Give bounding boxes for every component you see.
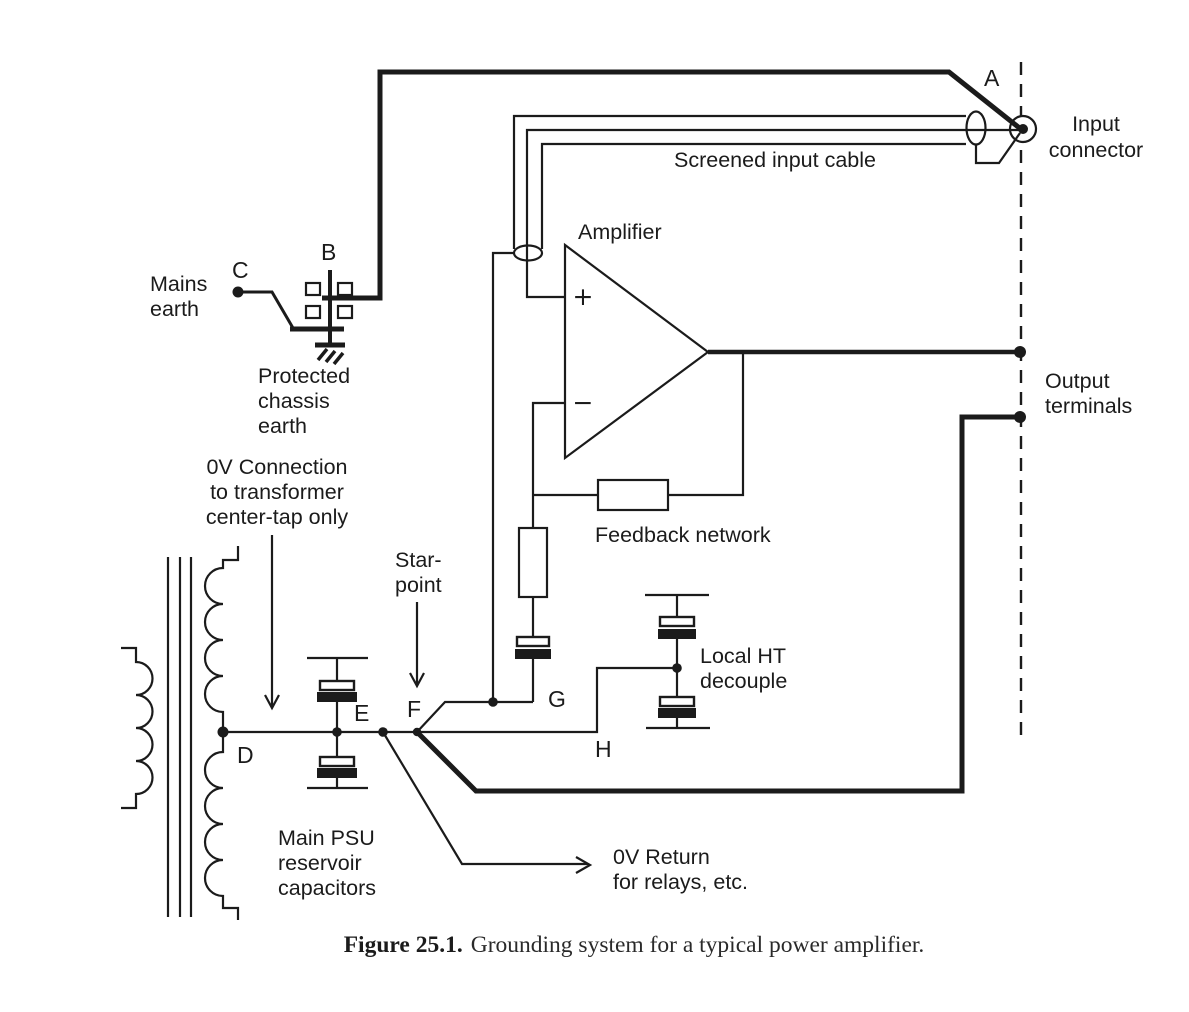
output-terminal-plus-dot — [1014, 346, 1026, 358]
node-letter-g: G — [548, 686, 566, 712]
mains-earth-label-line1: Mains — [150, 272, 207, 296]
screen-junction-dot-g — [488, 697, 498, 707]
ht-junction-dot — [672, 663, 682, 673]
input-connector-label-line2: connector — [1049, 138, 1143, 162]
local-ht-decouple-capacitors — [645, 593, 710, 730]
g-branch-wire — [416, 700, 533, 733]
insulator-washer-top-right — [336, 281, 354, 297]
insulator-washer-bottom-left — [304, 304, 322, 320]
ht-cap-bottom-plate-open — [658, 695, 696, 708]
feedback-wire — [533, 354, 745, 497]
screen-to-connector-wire — [974, 132, 1021, 165]
center-tap-dot-d — [217, 726, 229, 738]
feedback-resistor — [596, 478, 670, 512]
signal-conductor-wire — [525, 128, 1019, 299]
input-connector-pin-dot — [1018, 124, 1028, 134]
star-point-arrow — [409, 602, 425, 689]
node-letters: A B C D E F G H — [232, 65, 1000, 768]
mains-earth-label-line2: earth — [150, 297, 199, 321]
mains-transformer-symbol — [121, 546, 240, 920]
annotation-arrows — [264, 535, 425, 711]
screened-input-cable — [491, 114, 966, 702]
reservoir-cap-top-plate-open — [318, 679, 356, 692]
earth-wire-a-thick — [322, 69, 1024, 301]
zero-v-connection-label-line3: center-tap only — [206, 505, 348, 529]
node-letter-d: D — [237, 742, 254, 768]
output-terminals-label-line1: Output — [1045, 369, 1110, 393]
output-terminal-return-dot — [1014, 411, 1026, 423]
relay-return-wire — [382, 731, 588, 866]
star-point-label-line1: Star- — [395, 548, 442, 572]
zero-v-connection-arrow — [264, 535, 280, 711]
node-letter-b: B — [321, 239, 336, 265]
relay-return-arrowhead — [575, 856, 593, 874]
feedback-network — [515, 354, 745, 702]
zero-v-connection-label-line1: 0V Connection — [206, 455, 347, 479]
local-ht-label-line2: decouple — [700, 669, 787, 693]
amplifier-plus-input-sign: + — [573, 282, 594, 311]
node-letter-c: C — [232, 257, 249, 283]
node-letter-f: F — [407, 696, 421, 722]
zero-v-return-label-line2: for relays, etc. — [613, 870, 748, 894]
ground-symbol-hatches — [316, 347, 345, 366]
reservoir-junction-dot-e — [332, 727, 342, 737]
screened-input-cable-label: Screened input cable — [674, 148, 876, 172]
reservoir-cap-bottom-plate-filled — [317, 768, 357, 778]
output-return-thick-wire — [415, 414, 1018, 794]
node-letter-h: H — [595, 736, 612, 762]
cable-end-ellipse-connector — [965, 110, 987, 146]
input-connector-symbol — [525, 110, 1038, 299]
cable-screen-outer-line — [512, 114, 966, 249]
zero-volt-rail-wire — [223, 666, 676, 734]
amplifier-label: Amplifier — [578, 220, 662, 244]
insulator-washer-top-left — [304, 281, 322, 297]
protected-chassis-label-line3: earth — [258, 414, 307, 438]
ht-cap-top-plate-open — [658, 615, 696, 628]
reservoir-cap-top-plate-filled — [317, 692, 357, 702]
relay-return-junction-dot — [378, 727, 388, 737]
protected-chassis-label-line1: Protected — [258, 364, 350, 388]
mains-earth-wire — [238, 290, 295, 329]
transformer-core-lines — [166, 557, 193, 917]
transformer-primary-winding — [121, 646, 154, 810]
mains-earth-terminal-dot — [232, 286, 244, 298]
node-letter-a: A — [984, 65, 1000, 91]
shunt-capacitor-plate-open — [515, 635, 551, 648]
diagram-labels: Screened input cable Amplifier Input con… — [150, 112, 1143, 900]
local-ht-label-line1: Local HT — [700, 644, 786, 668]
amplifier-symbol: + − — [563, 242, 710, 461]
shunt-capacitor-plate-filled — [515, 649, 551, 659]
output-terminals-label-line2: terminals — [1045, 394, 1132, 418]
input-connector-label-line1: Input — [1072, 112, 1120, 136]
main-psu-label-line1: Main PSU — [278, 826, 375, 850]
main-psu-label-line3: capacitors — [278, 876, 376, 900]
amplifier-triangle — [563, 242, 710, 461]
star-point-wiring — [223, 414, 1018, 874]
cable-screen-to-star-point-wire — [491, 251, 514, 702]
insulator-washer-bottom-right — [336, 304, 354, 320]
star-point-label-line2: point — [395, 573, 442, 597]
ht-cap-top-plate-filled — [658, 629, 696, 639]
shunt-resistor — [517, 526, 549, 599]
protected-chassis-earth-symbol — [232, 270, 354, 366]
ht-cap-bottom-plate-filled — [658, 708, 696, 718]
protected-chassis-label-line2: chassis — [258, 389, 330, 413]
node-letter-e: E — [354, 700, 369, 726]
figure-caption-text: Grounding system for a typical power amp… — [471, 932, 925, 958]
reservoir-cap-bottom-plate-open — [318, 755, 356, 768]
main-psu-reservoir-capacitors — [307, 656, 368, 790]
amplifier-minus-input-sign: − — [573, 388, 594, 417]
zero-v-connection-label-line2: to transformer — [210, 480, 344, 504]
figure-caption-number: Figure 25.1. — [344, 932, 463, 958]
zero-v-return-label-line1: 0V Return — [613, 845, 710, 869]
feedback-network-label: Feedback network — [595, 523, 771, 547]
figure-caption: Figure 25.1. Grounding system for a typic… — [344, 932, 925, 958]
minus-input-wire — [531, 401, 565, 495]
main-psu-label-line2: reservoir — [278, 851, 362, 875]
cable-screen-inner-line — [540, 142, 966, 249]
